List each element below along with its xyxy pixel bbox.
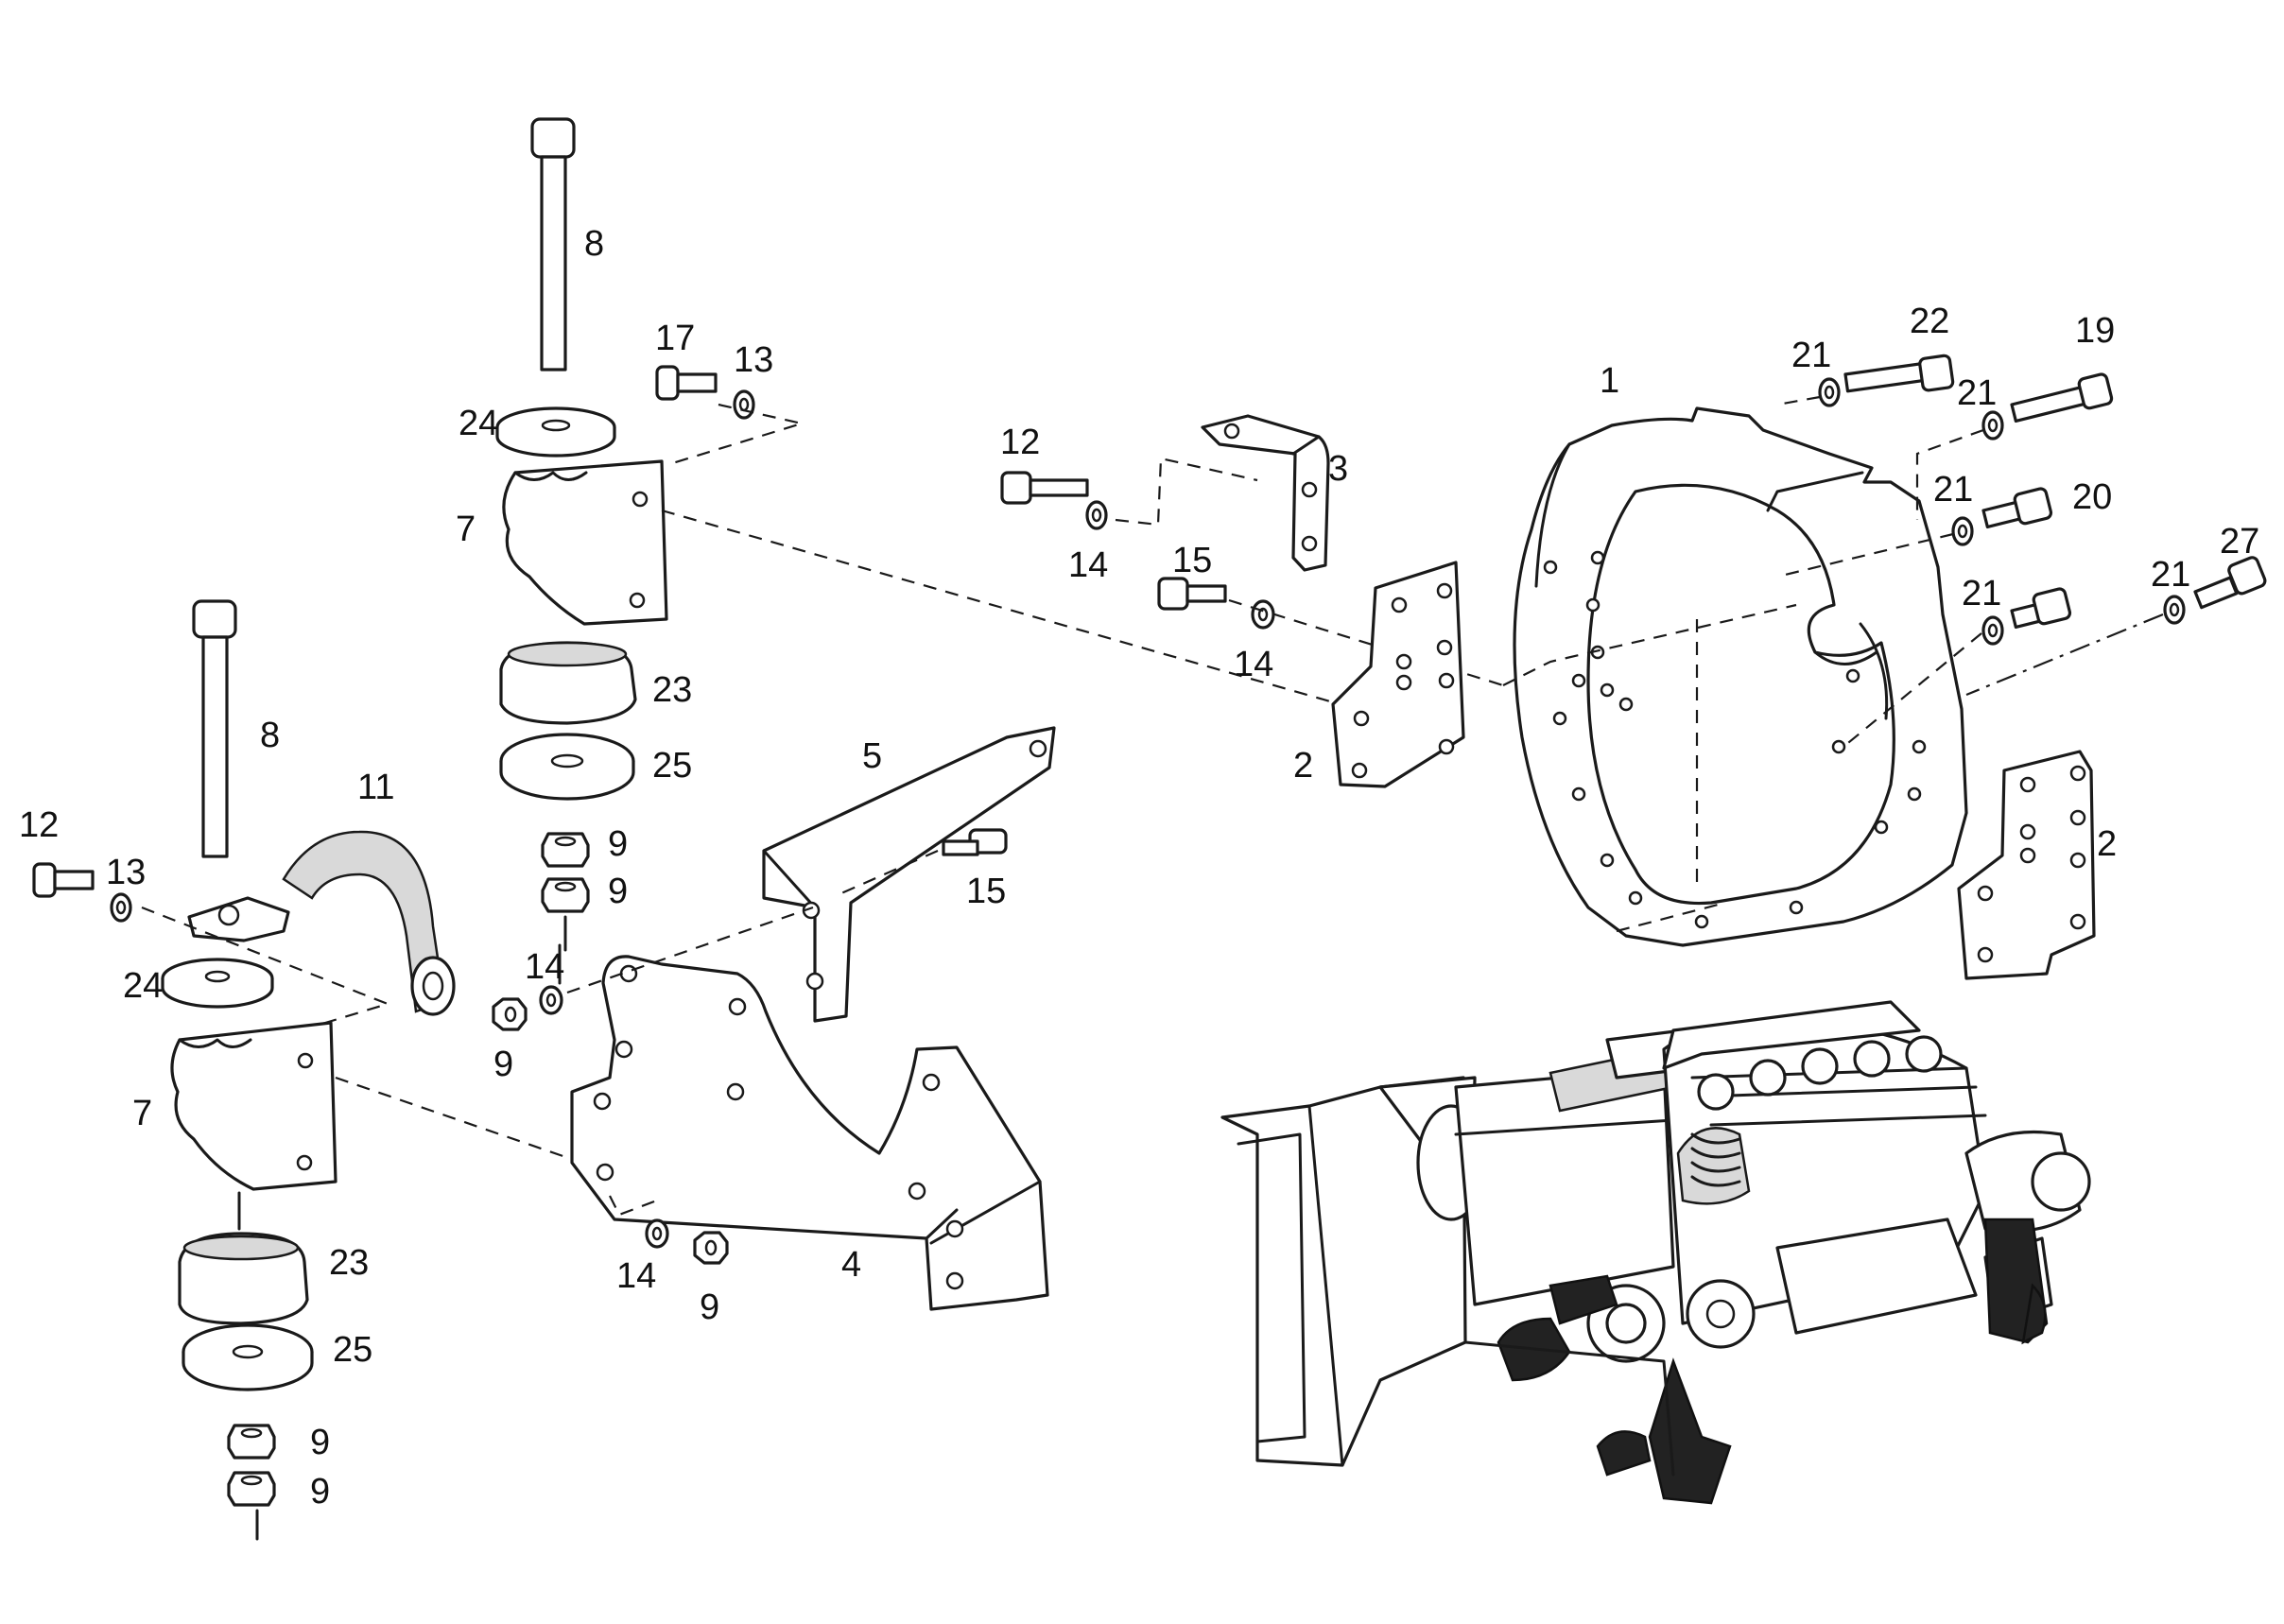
washer-14-right <box>1251 599 1275 630</box>
washer-25-lower <box>182 1323 314 1391</box>
callout-13-upper: 13 <box>734 340 773 380</box>
callout-25-lower: 25 <box>333 1330 372 1370</box>
callout-14-mid: 14 <box>525 947 564 987</box>
nut-9-upper-a <box>541 832 590 868</box>
washer-21-e <box>2163 595 2186 625</box>
bolt-15-upper <box>1157 577 1227 611</box>
callout-23-upper: 23 <box>652 670 692 710</box>
callout-14-upper: 14 <box>1068 545 1108 585</box>
mount-bracket-7-upper <box>502 459 668 626</box>
callout-9-lower-a: 9 <box>310 1423 330 1462</box>
callout-22: 22 <box>1910 302 1949 341</box>
mount-bracket-7-lower <box>170 1021 337 1191</box>
bolt-15-center <box>942 828 1008 856</box>
callout-15-center: 15 <box>966 872 1006 911</box>
callout-21-e: 21 <box>2151 555 2190 595</box>
washer-21-d <box>1981 615 2004 646</box>
washer-25-upper <box>499 733 635 801</box>
callout-20: 20 <box>2072 477 2112 517</box>
callout-12-upper: 12 <box>1000 423 1040 462</box>
bolt-19 <box>2010 372 2114 423</box>
plate-2-left <box>1331 561 1465 788</box>
callout-7-upper: 7 <box>456 510 476 549</box>
callout-8-lower: 8 <box>260 716 280 755</box>
nut-9-lower-b <box>227 1471 276 1507</box>
nut-9-mid <box>492 997 528 1031</box>
callout-9-upper-a: 9 <box>608 824 628 864</box>
nut-9-upper-b <box>541 877 590 913</box>
bolt-20 <box>1981 487 2053 529</box>
callout-23-lower: 23 <box>329 1243 369 1283</box>
callout-8-upper: 8 <box>584 224 604 264</box>
nut-9-low <box>693 1231 729 1265</box>
bolt-27 <box>2193 556 2267 610</box>
rubber-block-23-lower <box>178 1232 309 1325</box>
callout-9-lower-b: 9 <box>310 1472 330 1512</box>
callout-25-upper: 25 <box>652 746 692 786</box>
callout-21-b: 21 <box>1957 373 1997 413</box>
bolt-21-short <box>2010 587 2072 630</box>
strap-11 <box>187 830 456 1016</box>
bolt-12-lower <box>32 862 95 898</box>
plate-2-right <box>1957 750 2096 980</box>
callout-2-right: 2 <box>2097 824 2117 864</box>
plate-4 <box>570 955 1049 1311</box>
bolt-17 <box>655 365 718 401</box>
washer-24-lower <box>161 958 274 1009</box>
callout-21-c: 21 <box>1933 470 1973 510</box>
engine-assembly-illustration <box>1220 1000 2091 1505</box>
washer-21-c <box>1951 516 1974 546</box>
callout-27: 27 <box>2220 522 2259 561</box>
callout-21-d: 21 <box>1962 574 2001 613</box>
bracket-5 <box>762 726 1056 1023</box>
rubber-block-23-upper <box>499 641 637 725</box>
callout-9-upper-b: 9 <box>608 872 628 911</box>
callout-4: 4 <box>841 1245 861 1285</box>
callout-1: 1 <box>1600 361 1619 401</box>
washer-13-upper <box>733 389 755 420</box>
bolt-8-upper <box>530 117 576 371</box>
callout-17: 17 <box>655 319 695 358</box>
bolt-12-upper <box>1000 471 1089 505</box>
bracket-3 <box>1201 414 1330 572</box>
callout-2-left: 2 <box>1293 746 1313 786</box>
callout-12-lower: 12 <box>19 805 59 845</box>
washer-14-low <box>645 1218 669 1249</box>
callout-9-low: 9 <box>700 1287 719 1327</box>
callout-3: 3 <box>1328 449 1348 489</box>
washer-14-mid <box>539 985 563 1015</box>
callout-19: 19 <box>2075 311 2115 351</box>
callout-21-top: 21 <box>1791 336 1831 375</box>
callout-9-mid: 9 <box>493 1045 513 1084</box>
callout-5: 5 <box>862 736 882 776</box>
washer-13-lower <box>110 892 132 923</box>
washer-21-top <box>1818 377 1841 407</box>
callout-24-upper: 24 <box>459 404 498 443</box>
callout-7-lower: 7 <box>132 1094 152 1133</box>
bolt-22 <box>1843 354 1955 393</box>
washer-21-b <box>1981 410 2004 441</box>
callout-13-lower: 13 <box>106 853 146 892</box>
callout-15-upper: 15 <box>1172 541 1212 580</box>
callout-14-right: 14 <box>1234 645 1273 684</box>
callout-24-lower: 24 <box>123 966 163 1006</box>
washer-14-upper <box>1085 500 1108 530</box>
washer-24-upper <box>495 406 616 458</box>
callout-labels: 8 17 13 24 7 23 25 9 9 8 11 12 13 24 7 1… <box>19 224 2259 1512</box>
nut-9-lower-a <box>227 1424 276 1460</box>
callout-14-low: 14 <box>616 1256 656 1296</box>
callout-11: 11 <box>357 768 394 807</box>
bolt-8-lower <box>192 599 237 858</box>
bell-housing-1 <box>1513 406 1968 947</box>
